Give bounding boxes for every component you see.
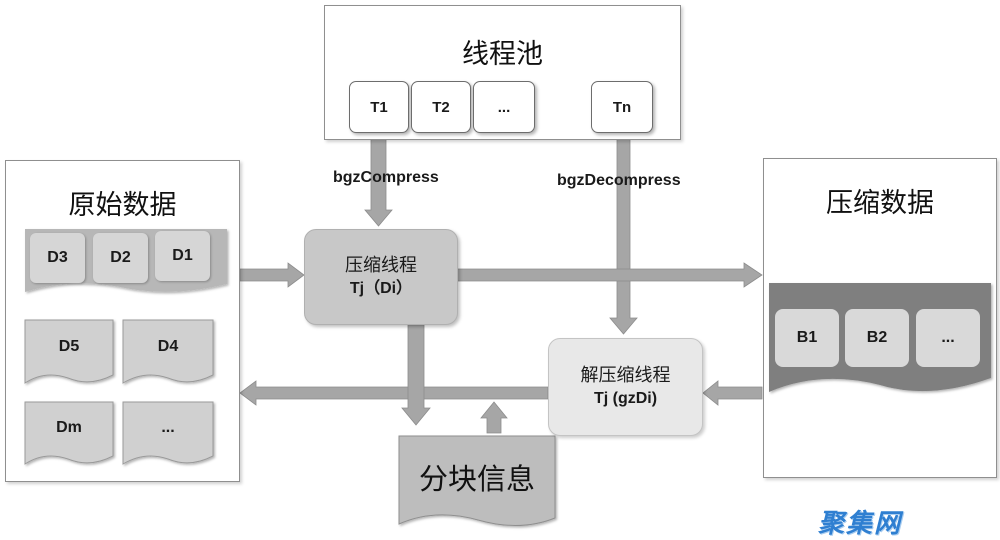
- raw-block-d3: D3: [30, 233, 85, 283]
- arrow-t1-to-compress: [364, 129, 393, 227]
- doc-tile-more-shape: [122, 401, 214, 465]
- compressed-data-title: 压缩数据: [826, 188, 934, 219]
- raw-block-d1: D1: [155, 231, 210, 281]
- block-label: D3: [47, 249, 68, 266]
- thread-label: T2: [432, 98, 450, 116]
- block-label: B1: [796, 329, 818, 346]
- thread-label: ...: [497, 98, 511, 116]
- compress-thread-box: 压缩线程 Tj（Di）: [304, 229, 458, 325]
- block-label: Dm: [56, 419, 82, 436]
- thread-pool-panel: 线程池 T1 T2 ... Tn: [324, 5, 681, 140]
- watermark-logo: 聚集网: [818, 509, 903, 539]
- thread-t1: T1: [349, 81, 409, 133]
- raw-block-dm: Dm: [25, 406, 113, 450]
- doc-tile-d5-shape: [24, 319, 114, 384]
- raw-block-d4: D4: [123, 325, 213, 369]
- compress-thread-title: 压缩线程: [345, 255, 417, 276]
- thread-label: Tn: [612, 98, 632, 116]
- block-label: ...: [161, 419, 175, 436]
- compressed-data-panel: 压缩数据: [763, 158, 997, 478]
- arrow-raw-to-compress: [239, 262, 305, 288]
- compressed-block-b2: B2: [845, 309, 909, 367]
- compressed-block-b1: B1: [775, 309, 839, 367]
- thread-tn: Tn: [591, 81, 653, 133]
- raw-data-title: 原始数据: [68, 190, 177, 221]
- thread-t2: T2: [411, 81, 471, 133]
- arrow-compress-to-compressed: [455, 262, 763, 288]
- decompress-thread-args: Tj (gzDi): [593, 390, 658, 407]
- compress-call-label: bgzCompress: [333, 169, 439, 186]
- raw-block-d5: D5: [25, 325, 113, 369]
- block-info-label: 分块信息: [418, 462, 535, 496]
- arrow-compress-to-blockinfo: [401, 324, 431, 426]
- block-info-shape: [398, 435, 556, 527]
- block-label: D1: [172, 247, 193, 264]
- arrow-decompress-to-raw: [239, 380, 549, 406]
- compress-thread-args: Tj（Di）: [349, 280, 413, 297]
- thread-more: ...: [473, 81, 535, 133]
- doc-tile-dm-shape: [24, 401, 114, 465]
- block-label: D2: [110, 249, 131, 266]
- block-label: D5: [58, 338, 80, 355]
- arrow-compressed-to-decompress: [702, 380, 763, 406]
- compressed-block-more: ...: [916, 309, 980, 367]
- decompress-call-label: bgzDecompress: [557, 172, 681, 189]
- arrow-tn-to-decompress: [609, 129, 638, 335]
- doc-tile-d4-shape: [122, 319, 214, 384]
- decompress-thread-box: 解压缩线程 Tj (gzDi): [548, 338, 703, 436]
- decompress-thread-title: 解压缩线程: [580, 365, 671, 386]
- block-label: D4: [157, 338, 179, 355]
- raw-block-d2: D2: [93, 233, 148, 283]
- block-label: ...: [941, 329, 955, 346]
- arrow-blockinfo-up: [480, 401, 508, 434]
- thread-label: T1: [370, 98, 388, 116]
- thread-pool-title: 线程池: [462, 39, 543, 70]
- raw-block-more: ...: [123, 406, 213, 450]
- block-label: B2: [866, 329, 888, 346]
- raw-data-panel: 原始数据: [5, 160, 240, 482]
